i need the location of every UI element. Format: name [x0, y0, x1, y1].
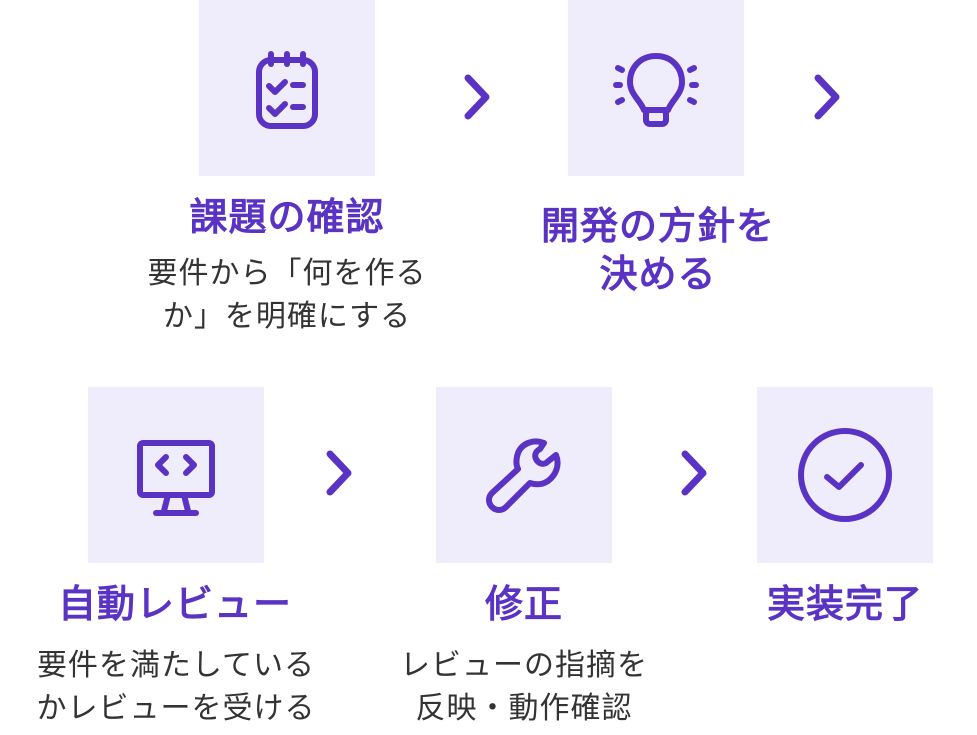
- step-1-description-line-1: 要件から「何を作る: [147, 256, 427, 291]
- step-4-title: 修正: [374, 580, 674, 628]
- step-5-title-line: 実装完了: [766, 582, 923, 626]
- step-2-title-line-1: 開発の方針を: [540, 204, 775, 248]
- step-1-title: 課題の確認: [140, 193, 434, 241]
- step-5-icon-box: [757, 387, 933, 563]
- step-1-description: 要件から「何を作る か」を明確にする: [110, 252, 464, 338]
- step-1-description-line-2: か」を明確にする: [162, 299, 412, 334]
- check-circle-icon: [798, 428, 892, 522]
- chevron-right-icon: [814, 74, 840, 120]
- step-4-description: レビューの指摘を 反映・動作確認: [374, 644, 674, 730]
- step-5-title: 実装完了: [735, 580, 955, 628]
- chevron-right-icon: [326, 450, 352, 496]
- wrench-icon: [486, 438, 561, 513]
- step-2-title: 開発の方針を 決める: [500, 202, 816, 298]
- step-1-icon-box: [199, 0, 375, 176]
- checklist-notepad-icon: [256, 51, 318, 129]
- step-4-icon-box: [436, 387, 612, 563]
- step-4-title-line: 修正: [484, 582, 563, 626]
- chevron-right-icon: [681, 450, 707, 496]
- step-3-description-line-1: 要件を満たしている: [36, 648, 316, 683]
- step-3-title: 自動レビュー: [20, 580, 330, 628]
- step-3-description: 要件を満たしている かレビューを受ける: [0, 644, 352, 730]
- step-2-title-line-2: 決める: [599, 252, 717, 296]
- step-3-description-line-2: かレビューを受ける: [36, 691, 316, 726]
- step-4-description-line-2: 反映・動作確認: [415, 691, 633, 726]
- lightbulb-icon: [613, 53, 699, 127]
- step-4-description-line-1: レビューの指摘を: [400, 648, 648, 683]
- chevron-right-icon: [464, 74, 490, 120]
- step-3-title-line: 自動レビュー: [57, 582, 292, 626]
- step-2-icon-box: [568, 0, 744, 176]
- step-3-icon-box: [88, 387, 264, 563]
- monitor-code-icon: [137, 440, 215, 516]
- step-1-title-line: 課題の確認: [189, 195, 385, 239]
